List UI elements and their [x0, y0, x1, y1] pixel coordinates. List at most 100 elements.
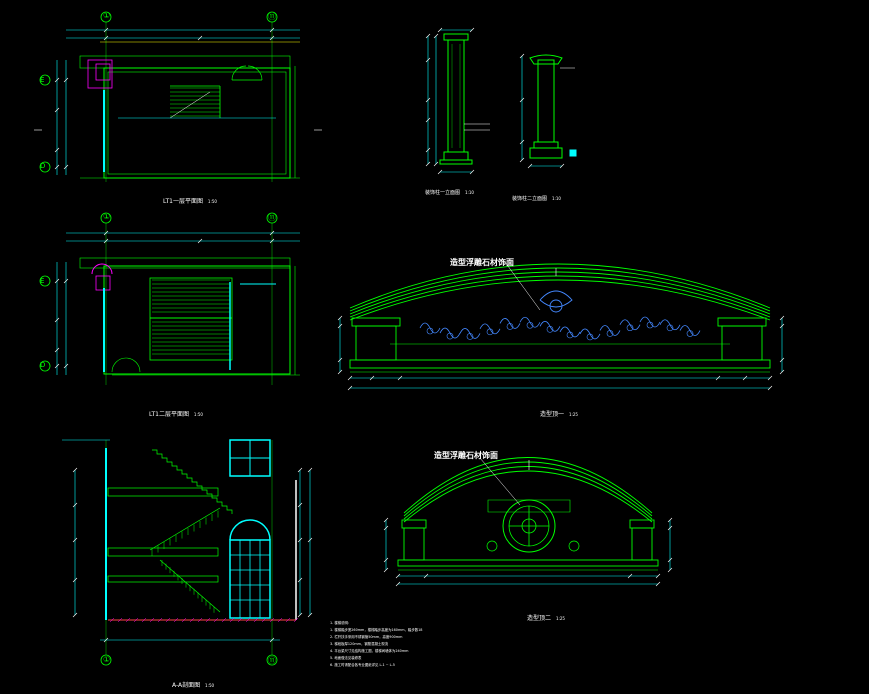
pediment-left-cap: [351, 317, 401, 327]
stair-flight-upper: [152, 449, 233, 514]
corner-column: [87, 59, 113, 89]
dimension-tick: [72, 537, 78, 543]
dimension-tick: [269, 238, 275, 244]
column-base: [533, 141, 559, 149]
dimension-tick: [72, 467, 78, 473]
dimension-tick: [54, 147, 60, 153]
dimension-tick: [559, 163, 565, 169]
ground-hatch: [157, 617, 163, 623]
dimension-tick: [307, 467, 313, 473]
door-swing: [231, 65, 247, 81]
top-wall: [79, 55, 291, 69]
dimension-tick: [54, 347, 60, 353]
dimension-tick: [779, 323, 785, 329]
door-swing: [111, 357, 127, 373]
notes-line: 6. 施工时请配合各专业图纸详见 L-1 ~ L-5: [330, 663, 395, 667]
dimension-tick: [103, 230, 109, 236]
dimension-tick: [72, 577, 78, 583]
dimension-tick: [469, 169, 475, 175]
dimension-tick: [627, 573, 633, 579]
keystone-band: [487, 499, 571, 513]
relief-centerpiece-rose: [549, 299, 563, 313]
plan2-axis-11: ⑪: [268, 213, 276, 222]
dimension-tick: [779, 357, 785, 363]
ground-hatch: [133, 617, 139, 623]
stairwell: [149, 277, 233, 361]
dimension-tick: [469, 27, 475, 33]
top-wall: [79, 257, 291, 269]
column-plinth: [439, 159, 473, 165]
dimension-tick: [269, 35, 275, 41]
dimension-tick: [307, 612, 313, 618]
pediment-arch-molding: [403, 470, 653, 523]
dimension-tick: [655, 573, 661, 579]
pediment-arch-molding: [349, 271, 771, 315]
dimension-tick: [519, 53, 525, 59]
floor-slab: [107, 487, 219, 497]
ground-hatch: [285, 617, 291, 623]
dimension-tick: [383, 517, 389, 523]
dimension-tick: [347, 385, 353, 391]
ground-hatch: [229, 617, 235, 623]
ground-hatch: [189, 617, 195, 623]
ground-hatch: [237, 617, 243, 623]
dimension-tick: [425, 117, 431, 123]
construction-notes: 1. 楼梯说明： 1. 楼梯踏步宽260mm，楼梯踏步高度为160mm，踏步数1…: [330, 620, 422, 669]
dimension-tick: [269, 230, 275, 236]
dimension-tick: [667, 557, 673, 563]
ground-hatch: [213, 617, 219, 623]
pediment-right-pier: [721, 325, 763, 361]
dimension-tick: [63, 77, 69, 83]
scroll-right: [568, 540, 580, 552]
relief-curl: [426, 327, 434, 335]
dimension-tick: [715, 375, 721, 381]
pediment1-caption-scale: 1:25: [568, 412, 578, 417]
axis-bubble: [39, 360, 51, 372]
ground-hatch: [261, 617, 267, 623]
section-caption-text: A-A剖面图: [172, 682, 201, 689]
dimension-tick: [54, 363, 60, 369]
column1-drawing: [425, 27, 490, 175]
dimension-tick: [63, 363, 69, 369]
column-shaft: [537, 59, 555, 143]
plan2-axis-1: ①: [103, 212, 111, 221]
column2-caption: 装饰柱二立面图 1:10: [512, 195, 561, 202]
dimension-tick: [667, 567, 673, 573]
pediment1-caption-text: 造型顶一: [540, 411, 565, 418]
door-swing: [125, 357, 141, 373]
column2-caption-text: 装饰柱二立面图: [512, 196, 548, 202]
notes-line: 5. 地面做法见装修表: [330, 656, 362, 660]
dimension-tick: [779, 315, 785, 321]
door-swing: [247, 65, 263, 81]
dimension-tick: [519, 139, 525, 145]
pediment2-caption-text: 造型顶二: [527, 615, 552, 622]
ground-hatch: [269, 617, 275, 623]
dimension-tick: [197, 238, 203, 244]
ground-hatch: [141, 617, 147, 623]
relief-curl: [666, 324, 674, 332]
dimension-tick: [395, 573, 401, 579]
section-axis-11: ⑪: [268, 656, 276, 665]
room-inner-outline: [107, 71, 287, 175]
column-plinth: [529, 147, 563, 159]
pediment2-caption: 造型顶二 1:25: [527, 613, 565, 622]
column-capital: [443, 33, 469, 41]
ground-hatch: [165, 617, 171, 623]
section-caption-scale: 1:50: [205, 683, 215, 688]
pediment-arch-molding: [349, 267, 771, 312]
plan2-axis-e: E: [40, 277, 45, 285]
column2-drawing: [519, 53, 577, 169]
column-shaft: [447, 39, 465, 153]
dimension-tick: [72, 502, 78, 508]
notes-line: 4. 平台梁尺寸见结构施工图，楼梯间墙体为240mm: [330, 649, 409, 653]
pediment-arch-molding: [349, 279, 771, 321]
dimension-tick: [103, 35, 109, 41]
dimension-tick: [437, 169, 443, 175]
dimension-tick: [423, 573, 429, 579]
pediment-right-cap: [717, 317, 767, 327]
dimension-tick: [297, 612, 303, 618]
pediment1-caption: 造型顶一 1:25: [540, 409, 578, 418]
dimension-tick: [655, 581, 661, 587]
